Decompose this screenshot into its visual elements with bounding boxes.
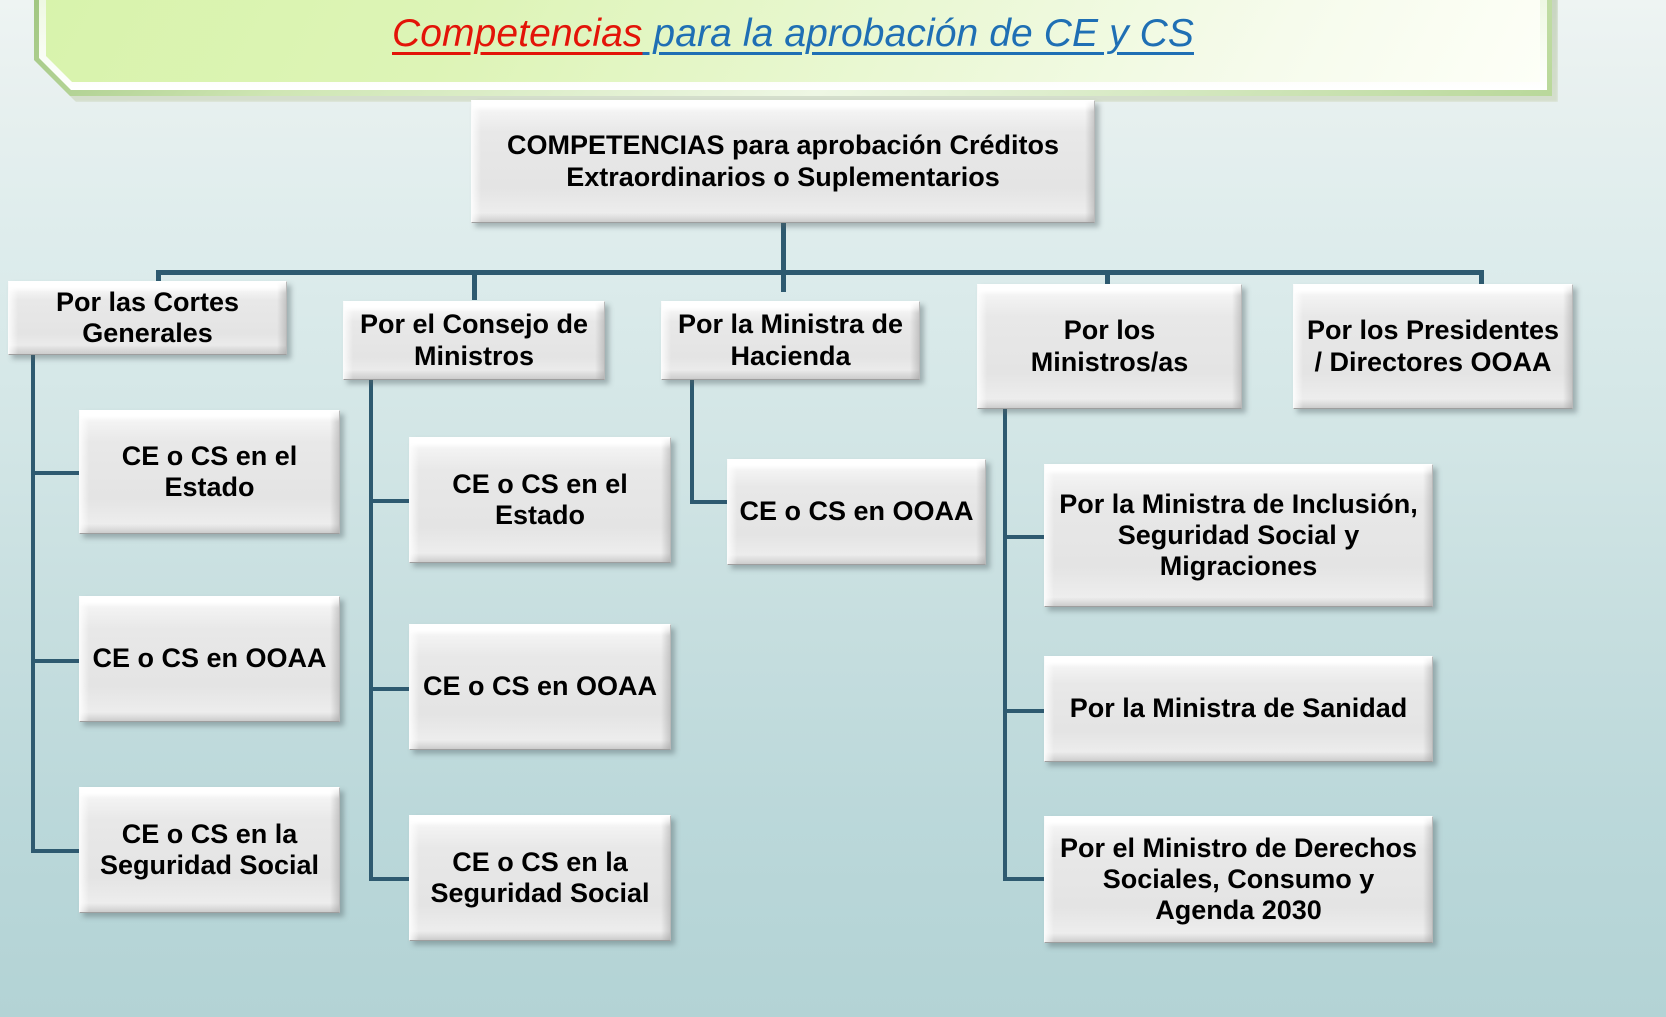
node-b4-ministra-sanidad-label: Por la Ministra de Sanidad (1069, 693, 1408, 724)
node-branch-consejo-ministros-label: Por el Consejo de Ministros (359, 309, 589, 371)
banner-inner-panel (46, 0, 1540, 82)
node-b2-ce-cs-estado-label: CE o CS en el Estado (452, 468, 628, 530)
connector-spine-branch-2 (369, 380, 373, 881)
node-b4-ministro-derechos-sociales[interactable]: Por el Ministro de Derechos Sociales, Co… (1044, 816, 1433, 943)
node-branch-presidentes-ooaa[interactable]: Por los Presidentes / Directores OOAA (1293, 284, 1573, 409)
node-branch-presidentes-ooaa-label: Por los Presidentes / Directores OOAA (1306, 315, 1560, 377)
connector-spine-branch-1 (31, 355, 35, 853)
node-b1-ce-cs-seguridad-social[interactable]: CE o CS en la Seguridad Social (79, 787, 340, 913)
connector-stub-b1-c3 (31, 849, 81, 853)
connector-spine-branch-4 (1003, 409, 1007, 881)
node-branch-ministros[interactable]: Por los Ministros/as (977, 284, 1242, 409)
connector-stub-b1-c1 (31, 471, 81, 475)
node-b4-ministra-inclusion[interactable]: Por la Ministra de Inclusión, Seguridad … (1044, 464, 1433, 607)
node-b2-ce-cs-ooaa[interactable]: CE o CS en OOAA (409, 624, 671, 750)
node-b4-ministra-inclusion-label: Por la Ministra de Inclusión, Seguridad … (1059, 488, 1418, 582)
connector-stub-b2-c2 (369, 687, 411, 691)
node-branch-ministra-hacienda-label: Por la Ministra de Hacienda (677, 309, 904, 371)
page-title-emphasis: Competencias (392, 12, 643, 55)
connector-root-stem (781, 222, 786, 274)
title-banner: Competencias para la aprobación de CE y … (34, 0, 1552, 96)
node-b3-ce-cs-ooaa[interactable]: CE o CS en OOAA (727, 459, 986, 565)
connector-stub-b4-c1 (1003, 535, 1047, 539)
node-b2-ce-cs-seguridad-social[interactable]: CE o CS en la Seguridad Social (409, 815, 671, 941)
node-b4-ministra-sanidad[interactable]: Por la Ministra de Sanidad (1044, 656, 1433, 762)
page-title: Competencias para la aprobación de CE y … (34, 12, 1552, 56)
connector-drop-branch-5 (1479, 270, 1484, 284)
connector-drop-branch-3 (781, 270, 786, 292)
node-b1-ce-cs-estado[interactable]: CE o CS en el Estado (79, 410, 340, 534)
node-b1-ce-cs-ooaa-label: CE o CS en OOAA (92, 643, 327, 674)
connector-stub-b1-c2 (31, 659, 81, 663)
node-b1-ce-cs-seguridad-social-label: CE o CS en la Seguridad Social (99, 818, 320, 880)
connector-stub-b2-c3 (369, 877, 411, 881)
node-b3-ce-cs-ooaa-label: CE o CS en OOAA (739, 496, 974, 527)
node-b2-ce-cs-estado[interactable]: CE o CS en el Estado (409, 437, 671, 563)
connector-drop-branch-4 (1105, 270, 1110, 284)
connector-stub-b4-c2 (1003, 709, 1047, 713)
node-root[interactable]: COMPETENCIAS para aprobación Créditos Ex… (471, 100, 1095, 223)
node-b4-ministro-derechos-sociales-label: Por el Ministro de Derechos Sociales, Co… (1059, 832, 1418, 926)
connector-stub-b4-c3 (1003, 877, 1047, 881)
node-branch-ministra-hacienda[interactable]: Por la Ministra de Hacienda (661, 301, 920, 380)
node-b1-ce-cs-estado-label: CE o CS en el Estado (121, 440, 298, 502)
connector-spine-branch-3 (690, 380, 694, 504)
node-b2-ce-cs-ooaa-label: CE o CS en OOAA (422, 671, 658, 702)
node-branch-consejo-ministros[interactable]: Por el Consejo de Ministros (343, 301, 605, 380)
connector-root-bus (156, 270, 1484, 275)
connector-drop-branch-2 (472, 270, 477, 300)
node-branch-cortes-generales[interactable]: Por las Cortes Generales (8, 281, 287, 355)
node-branch-cortes-generales-label: Por las Cortes Generales (55, 286, 240, 348)
page-title-rest: para la aprobación de CE y CS (642, 12, 1194, 55)
connector-stub-b2-c1 (369, 499, 411, 503)
node-b1-ce-cs-ooaa[interactable]: CE o CS en OOAA (79, 596, 340, 722)
node-root-label: COMPETENCIAS para aprobación Créditos Ex… (506, 130, 1060, 192)
node-b2-ce-cs-seguridad-social-label: CE o CS en la Seguridad Social (430, 846, 650, 908)
connector-stub-b3-c1 (690, 500, 730, 504)
node-branch-ministros-label: Por los Ministros/as (1030, 315, 1189, 377)
